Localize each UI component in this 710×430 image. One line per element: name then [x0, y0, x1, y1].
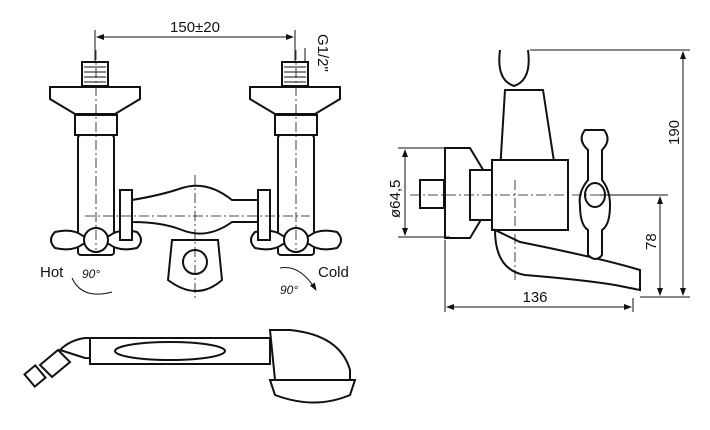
- diameter-dim-label: ø64,5: [387, 180, 404, 218]
- side-view: 190 ø64,5 78 136: [387, 49, 690, 312]
- cold-rotation-label: 90°: [280, 283, 298, 297]
- hand-shower: [23, 329, 357, 404]
- shower-hook: [498, 49, 530, 88]
- front-view: 150±20 G1/2": [40, 19, 349, 300]
- mixer-body: [85, 50, 310, 300]
- thread-label: G1/2": [314, 34, 331, 72]
- cold-label: Cold: [318, 264, 349, 281]
- spacing-dim-label: 150±20: [170, 19, 220, 36]
- height-dim-label: 190: [666, 120, 683, 145]
- projection-dim-label: 136: [522, 289, 547, 306]
- spout: [493, 228, 641, 292]
- hot-label: Hot: [40, 264, 64, 281]
- hot-rotation-label: 90°: [82, 267, 100, 281]
- outlet-height-dim-label: 78: [643, 233, 660, 250]
- cold-rotation-arrow: [279, 266, 317, 291]
- hot-rotation-arrow: [71, 277, 113, 295]
